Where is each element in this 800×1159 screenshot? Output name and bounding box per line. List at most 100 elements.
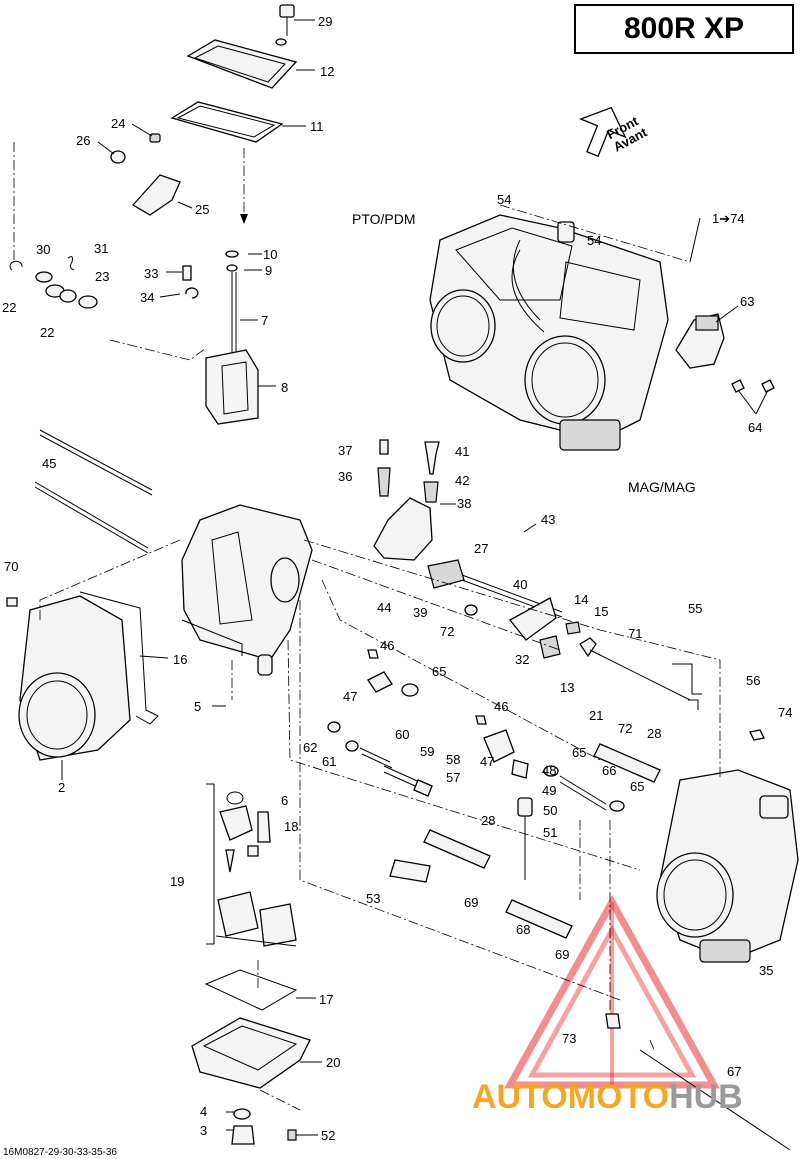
pto-label: PTO/PDM: [352, 211, 416, 227]
callout-7: 7: [261, 313, 268, 328]
callout-18: 18: [284, 819, 298, 834]
idle-screw: [327, 721, 625, 880]
callout-20: 20: [326, 1055, 340, 1070]
callout-59: 59: [420, 744, 434, 759]
callout-72: 72: [440, 624, 454, 639]
callout-45: 45: [42, 456, 56, 471]
callout-47-lower: 47: [480, 754, 494, 769]
callout-leaders: [61, 19, 769, 1136]
callout-46-lower: 46: [494, 699, 508, 714]
callout-39: 39: [413, 605, 427, 620]
callout-48: 48: [542, 763, 556, 778]
callout-58: 58: [446, 752, 460, 767]
callout-14: 14: [574, 592, 588, 607]
callout-69-lower: 69: [555, 947, 569, 962]
callout-72-lower: 72: [618, 721, 632, 736]
callout-63: 63: [740, 294, 754, 309]
callout-22-lower: 22: [40, 325, 54, 340]
throttle-linkage: [373, 439, 702, 710]
callout-64: 64: [748, 420, 762, 435]
callout-54: 54: [497, 192, 511, 207]
callout-11: 11: [310, 119, 324, 134]
front-arrow-icon: Front Avant: [578, 106, 650, 158]
callout-51: 51: [543, 825, 557, 840]
callout-1-74: 1➔74: [712, 211, 745, 226]
callout-numbers: 29 12 11 24 26 25 30 31 23 22 22 10 9 33…: [2, 14, 792, 1143]
callout-27: 27: [474, 541, 488, 556]
float-assembly: [215, 791, 297, 947]
callout-41: 41: [455, 444, 469, 459]
callout-62: 62: [303, 740, 317, 755]
callout-22: 22: [2, 300, 16, 315]
callout-26: 26: [76, 133, 90, 148]
assembly-lines: [13, 142, 721, 1111]
callout-65-middle: 65: [572, 745, 586, 760]
tubes: [389, 743, 661, 939]
needle-and-slide: [182, 250, 259, 425]
throttle-sensor: [675, 313, 775, 393]
cover-assembly: [170, 4, 298, 224]
callout-47: 47: [343, 689, 357, 704]
model-title: 800R XP: [574, 4, 794, 54]
callout-2: 2: [58, 780, 65, 795]
callout-33: 33: [144, 266, 158, 281]
callout-36: 36: [338, 469, 352, 484]
callout-52: 52: [321, 1128, 335, 1143]
callout-40: 40: [513, 577, 527, 592]
callout-42: 42: [455, 473, 469, 488]
callout-21: 21: [589, 708, 603, 723]
callout-57: 57: [446, 770, 460, 785]
bracket-parts: [367, 649, 487, 725]
callout-32: 32: [515, 652, 529, 667]
lever-assembly: [110, 133, 181, 216]
reference-code: 16M0827-29-30-33-35-36: [3, 1147, 117, 1158]
callout-71: 71: [628, 626, 642, 641]
callout-13: 13: [560, 680, 574, 695]
callout-25: 25: [195, 202, 209, 217]
callout-50: 50: [543, 803, 557, 818]
callout-17: 17: [319, 992, 333, 1007]
callout-31: 31: [94, 241, 108, 256]
callout-61: 61: [322, 754, 336, 769]
callout-10: 10: [263, 247, 277, 262]
callout-44: 44: [377, 600, 391, 615]
callout-46: 46: [380, 638, 394, 653]
carburetor-single: [605, 729, 799, 1151]
callout-8: 8: [281, 380, 288, 395]
mag-label: MAG/MAG: [628, 479, 696, 495]
callout-73: 73: [562, 1031, 576, 1046]
callout-29: 29: [318, 14, 332, 29]
callout-34: 34: [140, 290, 154, 305]
callout-70: 70: [4, 559, 18, 574]
callout-15: 15: [594, 604, 608, 619]
callout-69: 69: [464, 895, 478, 910]
callout-66: 66: [602, 763, 616, 778]
callout-4: 4: [200, 1104, 207, 1119]
callout-35: 35: [759, 963, 773, 978]
callout-9: 9: [265, 263, 272, 278]
callout-3: 3: [200, 1123, 207, 1138]
callout-6: 6: [281, 793, 288, 808]
callout-37: 37: [338, 443, 352, 458]
watermark-logo: [504, 894, 720, 1089]
callout-28-lower: 28: [481, 813, 495, 828]
callout-60: 60: [395, 727, 409, 742]
callout-68: 68: [516, 922, 530, 937]
callout-54-right: 54: [587, 233, 601, 248]
callout-23: 23: [95, 269, 109, 284]
callout-24: 24: [111, 116, 125, 131]
callout-53: 53: [366, 891, 380, 906]
carburetor-pair: [429, 214, 669, 451]
watermark-text: AUTOMOTOHUB: [472, 1078, 743, 1116]
callout-49: 49: [542, 783, 556, 798]
callout-12: 12: [320, 64, 334, 79]
callout-74: 74: [778, 705, 792, 720]
callout-65: 65: [432, 664, 446, 679]
callout-19: 19: [170, 874, 184, 889]
callout-16: 16: [173, 652, 187, 667]
clip-parts: [9, 256, 98, 309]
callout-38: 38: [457, 496, 471, 511]
callout-43: 43: [541, 512, 555, 527]
